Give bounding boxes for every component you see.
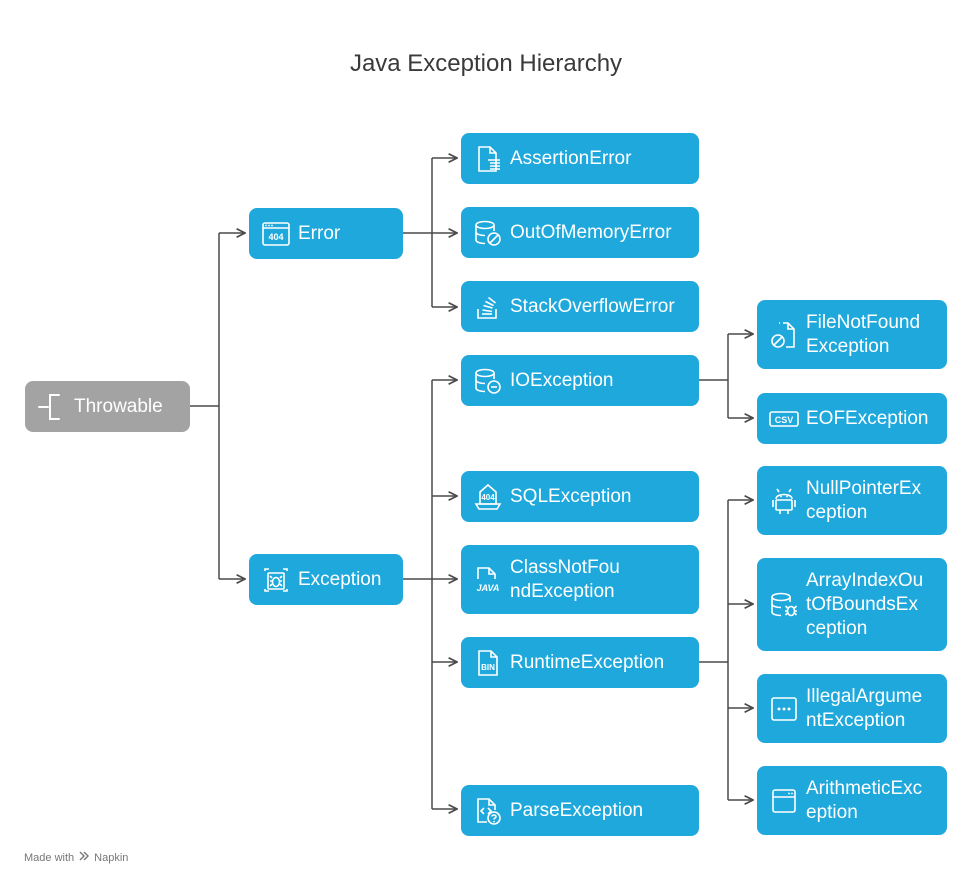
bracket-icon xyxy=(35,390,69,424)
browser-404-icon: 404 xyxy=(259,217,293,251)
node-throwable: Throwable xyxy=(25,381,190,432)
stack-icon xyxy=(471,290,505,324)
node-label: FileNotFoundException xyxy=(806,311,921,357)
footer-made-with: Made with xyxy=(24,851,75,864)
document-icon xyxy=(471,142,505,176)
code-question-icon xyxy=(471,794,505,828)
ellipsis-box-icon xyxy=(767,692,801,726)
database-blocked-icon xyxy=(471,216,505,250)
node-runtime-exception: BIN RuntimeException xyxy=(461,637,699,688)
node-label: Error xyxy=(298,222,341,244)
node-exception: Exception xyxy=(249,554,403,605)
window-icon xyxy=(767,784,801,818)
page-title: Java Exception Hierarchy xyxy=(349,50,623,77)
node-label: NullPointerException xyxy=(806,477,922,523)
node-class-not-found-exception: JAVA ClassNotFoundException xyxy=(461,545,699,614)
node-label: AssertionError xyxy=(510,147,632,169)
node-label: OutOfMemoryError xyxy=(510,221,672,243)
node-label: Throwable xyxy=(74,395,163,417)
node-label: ParseException xyxy=(510,799,644,821)
svg-text:JAVA: JAVA xyxy=(477,583,500,593)
java-file-icon: JAVA xyxy=(471,563,505,597)
node-label: IOException xyxy=(510,369,614,391)
svg-text:CSV: CSV xyxy=(775,415,794,425)
node-sql-exception: 404 SQLException xyxy=(461,471,699,522)
footer-brand: Napkin xyxy=(94,851,129,864)
svg-text:404: 404 xyxy=(481,493,495,502)
node-parse-exception: ParseException xyxy=(461,785,699,836)
node-assertion-error: AssertionError xyxy=(461,133,699,184)
footer-attribution: Made with Napkin xyxy=(24,850,128,865)
node-array-index-out-of-bounds-exception: ArrayIndexOutOfBoundsException xyxy=(757,558,947,651)
node-out-of-memory-error: OutOfMemoryError xyxy=(461,207,699,258)
bug-frame-icon xyxy=(259,563,293,597)
node-error: 404 Error xyxy=(249,208,403,259)
node-null-pointer-exception: NullPointerException xyxy=(757,466,947,535)
node-label: SQLException xyxy=(510,485,632,507)
node-label: Exception xyxy=(298,568,382,590)
bin-file-icon: BIN xyxy=(471,646,505,680)
node-file-not-found-exception: FileNotFoundException xyxy=(757,300,947,369)
file-blocked-icon xyxy=(767,318,801,352)
android-icon xyxy=(767,484,801,518)
sql-404-icon: 404 xyxy=(471,480,505,514)
node-label: EOFException xyxy=(806,407,929,429)
node-label: ArithmeticException xyxy=(806,777,923,823)
node-arithmetic-exception: ArithmeticException xyxy=(757,766,947,835)
svg-text:404: 404 xyxy=(268,232,283,242)
database-minus-icon xyxy=(471,364,505,398)
napkin-logo-icon xyxy=(78,850,90,865)
database-bug-icon xyxy=(767,588,801,622)
svg-text:BIN: BIN xyxy=(481,663,495,672)
node-label: StackOverflowError xyxy=(510,295,675,317)
node-stack-overflow-error: StackOverflowError xyxy=(461,281,699,332)
csv-icon: CSV xyxy=(767,402,801,436)
node-label: ArrayIndexOutOfBoundsException xyxy=(806,569,924,639)
node-illegal-argument-exception: IllegalArgumentException xyxy=(757,674,947,743)
node-label: RuntimeException xyxy=(510,651,665,673)
node-io-exception: IOException xyxy=(461,355,699,406)
node-eof-exception: CSV EOFException xyxy=(757,393,947,444)
node-label: IllegalArgumentException xyxy=(806,685,923,731)
node-label: ClassNotFoundException xyxy=(510,556,620,602)
